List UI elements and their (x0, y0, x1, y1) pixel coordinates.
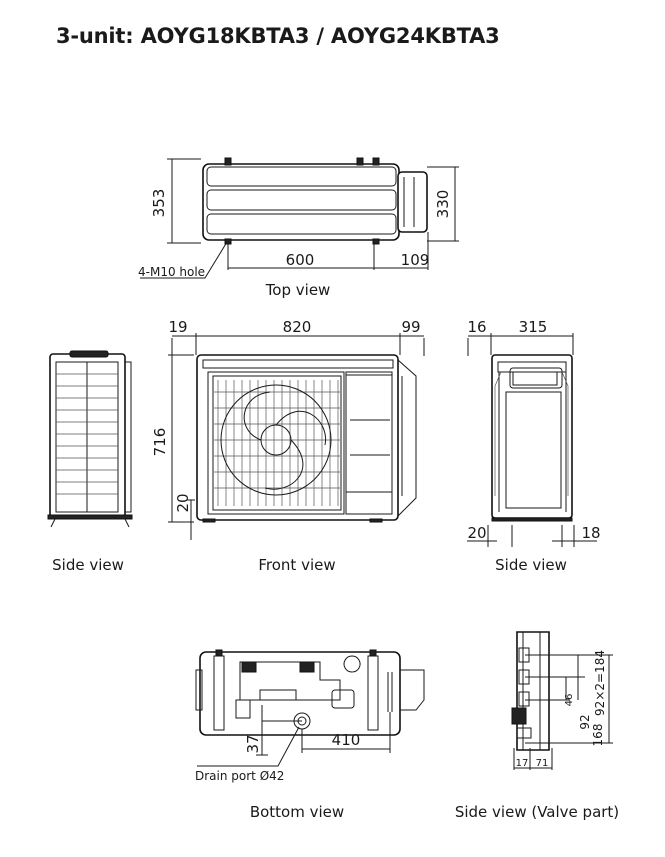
dim-front-foot: 20 (174, 493, 192, 512)
note-m10-hole: 4-M10 hole (138, 265, 205, 279)
dim-front-left: 19 (168, 318, 187, 336)
dim-bottom-width: 410 (332, 731, 361, 749)
dim-top-depth: 353 (150, 189, 168, 218)
dim-side-foot-left: 20 (467, 524, 486, 542)
caption-valve-view: Side view (Valve part) (455, 803, 619, 821)
dim-front-width: 820 (283, 318, 312, 336)
side-view-right: 16 315 20 18 Side view (467, 318, 601, 574)
valve-view: 46 92 92×2=184 168 17 71 Side view (Valv… (455, 631, 619, 821)
caption-bottom-view: Bottom view (250, 803, 344, 821)
dim-valve-168: 168 (591, 724, 605, 747)
note-drain-port: Drain port Ø42 (195, 769, 284, 783)
caption-side-view-left: Side view (52, 556, 124, 574)
dim-front-height: 716 (151, 428, 169, 457)
top-view: 353 330 600 109 4-M10 hole Top view (138, 157, 459, 299)
dim-side-width: 315 (519, 318, 548, 336)
side-view-left: Side view (47, 350, 133, 574)
dim-valve-71: 71 (536, 758, 549, 769)
front-view: 19 820 99 716 20 Front view (151, 318, 425, 574)
caption-front-view: Front view (258, 556, 335, 574)
dim-side-foot-right: 18 (581, 524, 600, 542)
dim-valve-46: 46 (564, 694, 575, 707)
page-title: 3-unit: AOYG18KBTA3 / AOYG24KBTA3 (56, 24, 500, 48)
dim-top-offset: 109 (401, 251, 430, 269)
bottom-view: 37 410 Drain port Ø42 Bottom view (195, 649, 425, 821)
dim-bottom-height: 37 (244, 734, 262, 753)
dim-front-right: 99 (401, 318, 420, 336)
dim-valve-92x2: 92×2=184 (593, 650, 607, 716)
dim-valve-17: 17 (516, 758, 529, 769)
caption-top-view: Top view (265, 281, 331, 299)
dim-valve-92: 92 (578, 714, 592, 729)
dim-side-left: 16 (467, 318, 486, 336)
dim-top-width: 600 (286, 251, 315, 269)
caption-side-view-right: Side view (495, 556, 567, 574)
dim-top-depth-inner: 330 (434, 190, 452, 219)
